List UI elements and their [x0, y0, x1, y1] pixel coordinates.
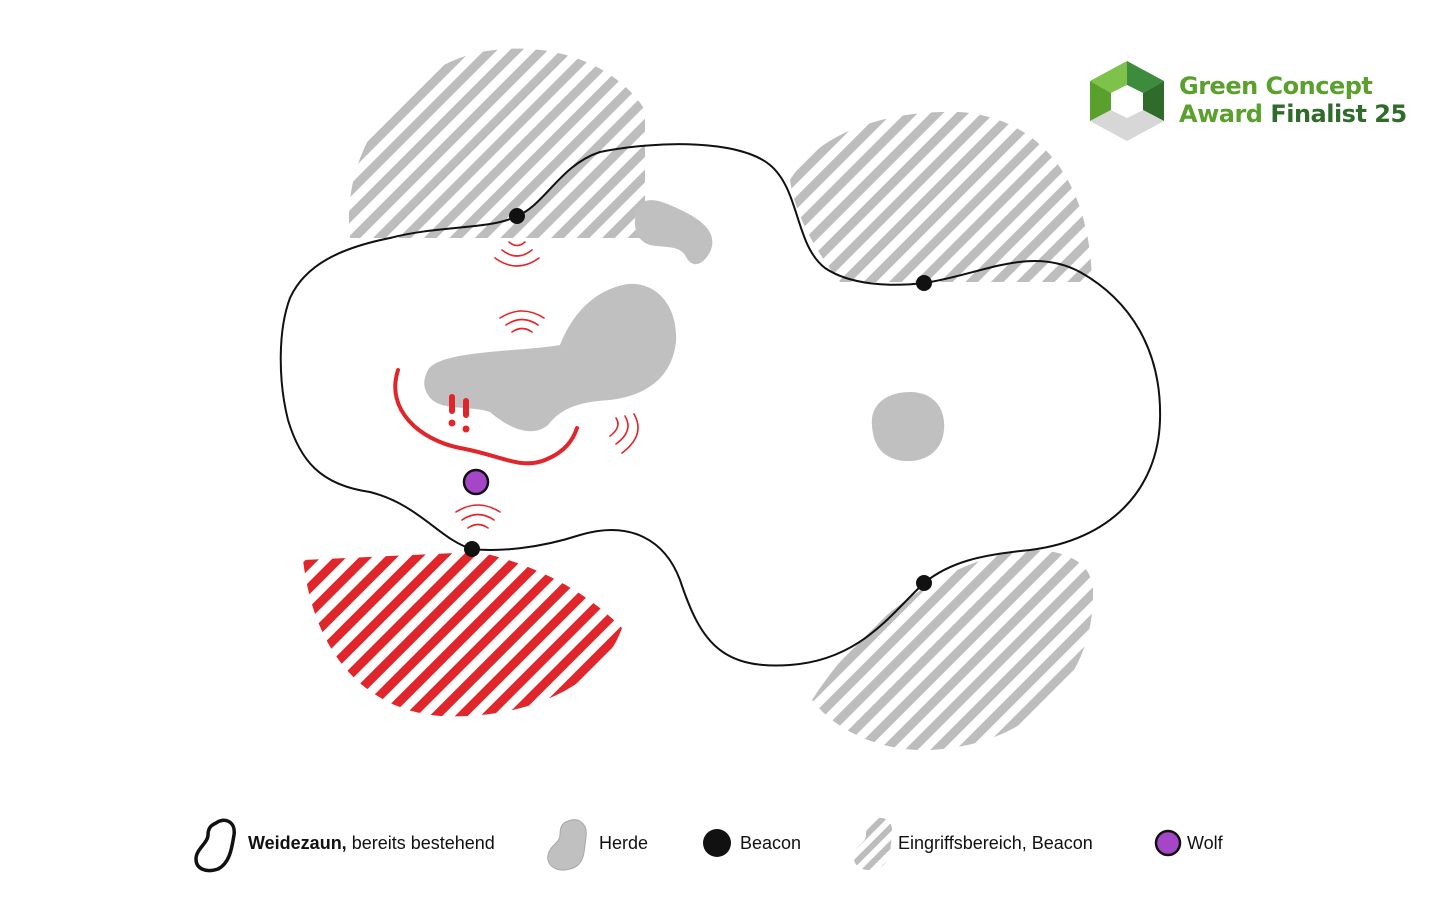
award-word-award: Award	[1179, 100, 1263, 128]
award-word-green: Green	[1179, 72, 1258, 100]
herd-reaction-arc	[393, 368, 579, 466]
beacon-dot-icon	[703, 829, 731, 857]
legend-label-fence: Weidezaun, bereits bestehend	[248, 832, 495, 853]
intervention-zone-bottom-right	[812, 550, 1094, 751]
intervention-zone-top-left	[348, 48, 645, 239]
wolf-marker	[462, 468, 490, 496]
legend-item-fence: Weidezaun, bereits bestehend	[192, 808, 495, 878]
signal-waves-bottom	[455, 504, 501, 529]
award-text: Green Concept Award Finalist 25	[1179, 72, 1407, 128]
herd-top	[634, 200, 713, 265]
legend-label-beacon: Beacon	[740, 832, 802, 853]
beacon-top-right	[916, 275, 932, 291]
beacon-top-left	[509, 208, 525, 224]
legend: Weidezaun, bereits bestehend Herde Beaco…	[0, 808, 1440, 878]
signal-waves-mid	[499, 310, 545, 333]
award-word-concept: Concept	[1265, 72, 1373, 100]
legend-label-wolf: Wolf	[1187, 832, 1223, 853]
herd-main	[424, 283, 677, 432]
legend-item-zone: Eingriffsbereich, Beacon	[850, 808, 1093, 878]
fence-outline-icon	[194, 818, 236, 873]
award-word-finalist: Finalist 25	[1270, 100, 1407, 128]
alert-exclamation-icon	[448, 394, 470, 433]
herd-blob-icon	[547, 819, 587, 871]
beacon-bottom-left	[464, 541, 480, 557]
legend-label-zone: Eingriffsbereich, Beacon	[898, 832, 1093, 853]
pasture-fence	[279, 143, 1162, 667]
intervention-zone-bottom-left-alert	[303, 552, 622, 717]
legend-item-wolf: Wolf	[1153, 808, 1223, 878]
signal-waves-right	[609, 413, 639, 454]
award-hexagon-logo	[1090, 61, 1164, 141]
legend-item-herd: Herde	[544, 808, 648, 878]
award-badge: Green Concept Award Finalist 25	[1086, 58, 1407, 148]
legend-item-beacon: Beacon	[702, 808, 801, 878]
wolf-dot-icon	[1154, 829, 1182, 857]
intervention-zone-top-right	[790, 111, 1092, 282]
herd-right	[871, 392, 945, 462]
signal-waves-top	[494, 241, 540, 267]
beacon-bottom-right	[916, 575, 932, 591]
legend-label-herd: Herde	[599, 832, 649, 853]
hatched-zone-icon	[853, 817, 893, 871]
